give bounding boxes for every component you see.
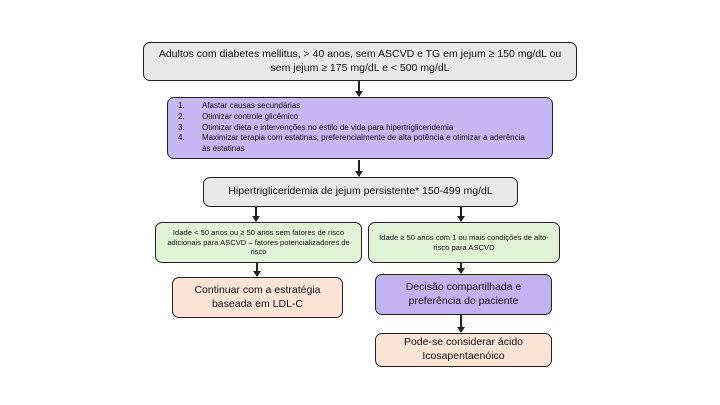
step-text: Otimizar dieta e intervenções no estilo …	[202, 122, 454, 132]
step-text: Maximizar terapia com estatinas, prefere…	[202, 133, 525, 154]
step-number: 2.	[178, 111, 185, 121]
arrow-to-final	[457, 315, 464, 333]
shared-decision-node: Decisão compartilhada e preferência do p…	[375, 274, 552, 315]
step-text: Afastar causas secundárias	[202, 101, 301, 110]
final-text: Pode-se considerar ácido Icosapentaenóic…	[403, 336, 524, 362]
shared-decision-text: Decisão compartilhada e preferência do p…	[405, 280, 522, 307]
arrow-to-left-outcome	[253, 263, 260, 277]
step-item: 2. Otimizar controle glicêmico	[178, 112, 532, 123]
arrow-steps-to-persistent	[355, 160, 362, 177]
start-node: Adultos com diabetes mellitus, > 40 anos…	[143, 42, 577, 81]
step-number: 1.	[178, 101, 185, 110]
step-item: 4. Maximizar terapia com estatinas, prefe…	[178, 133, 532, 155]
step-number: 3.	[178, 122, 185, 132]
steps-list: 1. Afastar causas secundárias 2. Otimizar …	[178, 101, 532, 155]
start-node-text: Adultos com diabetes mellitus, > 40 anos…	[158, 47, 562, 74]
final-node: Pode-se considerar ácido Icosapentaenóic…	[375, 333, 552, 367]
persistent-node: Hipertrigliceridemia de jejum persistent…	[203, 177, 518, 207]
right-condition-text: Idade ≥ 50 anos com 1 ou mais condições …	[379, 232, 549, 252]
left-condition-node: Idade < 50 anos ou ≥ 50 anos sem fatores…	[155, 222, 362, 263]
arrow-to-right-condition	[457, 207, 464, 222]
steps-node: 1. Afastar causas secundárias 2. Otimizar …	[167, 97, 553, 159]
step-item: 3. Otimizar dieta e intervenções no estil…	[178, 123, 532, 134]
persistent-node-text: Hipertrigliceridemia de jejum persistent…	[228, 185, 493, 198]
left-condition-text: Idade < 50 anos ou ≥ 50 anos sem fatores…	[167, 227, 350, 257]
step-number: 4.	[178, 133, 185, 143]
arrow-to-shared-decision	[457, 263, 464, 274]
arrow-start-to-steps	[355, 81, 362, 97]
right-condition-node: Idade ≥ 50 anos com 1 ou mais condições …	[368, 222, 560, 263]
step-item: 1. Afastar causas secundárias	[178, 101, 532, 112]
arrow-to-left-condition	[252, 207, 259, 222]
left-outcome-node: Continuar com a estratégia baseada em LD…	[172, 277, 343, 318]
left-outcome-text: Continuar com a estratégia baseada em LD…	[194, 283, 321, 310]
step-text: Otimizar controle glicêmico	[202, 111, 299, 121]
